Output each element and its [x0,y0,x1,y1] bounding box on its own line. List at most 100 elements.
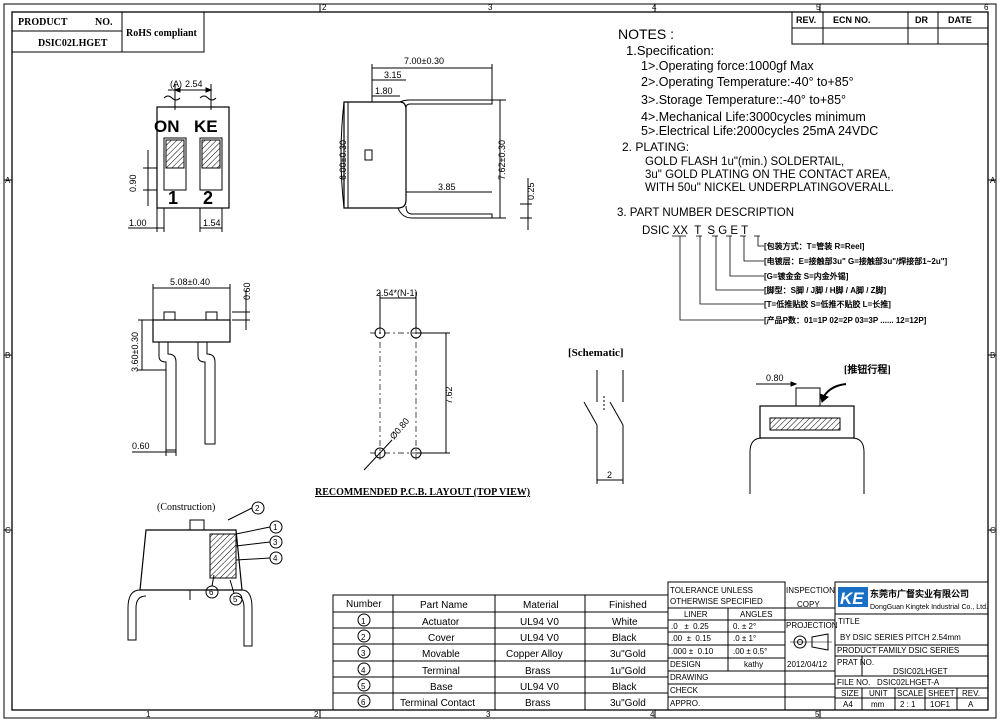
part-desc-actuator: [T=低推贴胶 S=低推不贴胶 L=长推] [764,299,891,309]
zone-col-2-top: 2 [322,3,327,12]
zone-col-4-bottom: 4 [650,710,655,719]
zone-row-c-left: C [5,526,11,535]
spec-heading: 1.Specification: [626,43,714,58]
sheet-header: SHEET [928,689,955,698]
unit-header: UNIT [869,689,888,698]
bom-row-6-num: 6 [361,698,366,707]
construction-callout-6: 6 [209,588,214,597]
plating-heading: 2. PLATING: [622,140,689,154]
bom-row-3-finish: 3u"Gold [610,649,646,660]
part-desc-package: [包装方式：T=管装 R=Reel] [764,241,865,251]
rev-header-bottom: REV. [962,689,980,698]
front-view-dim-060-top: 0.60 [242,282,252,300]
front-view-drawing [132,284,250,456]
side-view-dim-pins: 7.62±0.30 [497,140,507,180]
top-view-dim-pitch: 2.54 [185,79,203,89]
zone-row-b-right: B [990,351,995,360]
top-view-ke: KE [194,117,218,136]
design-label: DESIGN [670,660,701,669]
stroke-view-drawing [749,381,865,494]
side-view-dim-315: 3.15 [384,70,402,80]
rev-value: A [968,700,974,709]
part-number-heading: 3. PART NUMBER DESCRIPTION [617,207,794,219]
bom-row-4-num: 4 [361,666,366,675]
tolerance-angles-header: ANGLES [740,610,772,619]
pcb-dim-hole: Ø0.80 [388,416,411,441]
title-value: BY DSIC SERIES PITCH 2.54mm [840,633,961,642]
bom-row-2-finish: Black [612,633,637,644]
zone-row-a-right: A [990,176,996,185]
bom-row-3-num: 3 [361,649,366,658]
pcb-dim-span: 7.62 [444,386,454,404]
front-view-dim-height: 3.60±0.30 [130,332,140,372]
check-label: CHECK [670,686,699,695]
zone-col-5-top: 5 [816,3,821,12]
zone-col-3-top: 3 [488,3,493,12]
product-family: PRODUCT FAMILY DSIC SERIES [837,646,959,655]
bom-row-4-finish: 1u"Gold [610,666,646,677]
size-value: A4 [843,700,853,709]
tolerance-title-2: OTHERWISE SPECIFIED [670,597,763,606]
product-label: PRODUCT [18,17,68,28]
sheet-value: 1OF1 [930,700,951,709]
no-label: NO. [95,17,113,28]
pcb-layout-drawing [363,292,450,471]
rohs-compliant: RoHS compliant [126,28,198,39]
unit-value: mm [871,700,885,709]
zone-col-6-top: 6 [984,3,989,12]
plating-line-2: 3u" GOLD PLATING ON THE CONTACT AREA, [645,169,890,181]
bom-row-1-material: UL94 V0 [520,617,559,628]
zone-col-2-bottom: 2 [314,710,319,719]
bom-row-5-material: UL94 V0 [520,682,559,693]
tolerance-angle-3: .00 ± 0.5° [733,647,767,656]
bom-row-3-name: Movable [422,649,460,660]
construction-callout-2: 2 [255,504,260,513]
ecn-header: ECN NO. [833,15,871,25]
construction-callout-3: 3 [273,538,278,547]
spec-item-2: 2>.Operating Temperature:-40° to+85° [641,75,854,89]
part-desc-gold: [G=镀金金 S=内金外锡] [764,271,849,281]
notes-heading: NOTES : [618,26,674,42]
notes-block: NOTES : 1.Specification: 1>.Operating fo… [617,26,894,237]
top-view-dim-100: 1.00 [129,218,147,228]
bom-row-2-num: 2 [361,633,366,642]
tolerance-liner-header: LINER [684,610,708,619]
dr-header: DR [915,15,928,25]
side-view-dim-width: 7.00±0.30 [404,56,444,66]
side-view-drawing [340,64,532,230]
top-view-dim-090: 0.90 [128,174,138,192]
tolerance-liner-3: .000 ± 0.10 [671,647,714,656]
construction-callout-5: 5 [233,595,238,604]
tolerance-liner-1: .0 ± 0.25 [671,622,709,631]
company-name-cn: 东莞市广督实业有限公司 [870,588,969,599]
size-header: SIZE [841,689,859,698]
bom-row-5-finish: Black [612,682,637,693]
top-view-pos-1: 1 [168,188,178,208]
product-number: DSIC02LHGET [38,38,108,49]
tolerance-title-1: TOLERANCE UNLESS [670,586,753,595]
drawing-label: DRAWING [670,673,708,682]
bom-row-1-name: Actuator [422,617,460,628]
tolerance-liner-2: .00 ± 0.15 [671,634,712,643]
stroke-view-dim: 0.80 [766,373,784,383]
bom-row-5-name: Base [430,682,453,693]
construction-label: (Construction) [157,502,215,513]
side-view-dim-025: 0.25 [526,182,536,200]
scale-value: 2 : 1 [900,700,916,709]
plating-line-1: GOLD FLASH 1u"(min.) SOLDERTAIL, [645,156,844,168]
top-view-drawing [128,84,230,232]
rev-header: REV. [796,15,816,25]
front-view-dim-width: 5.08±0.40 [170,277,210,287]
zone-col-5-bottom: 5 [815,710,820,719]
bom-table [332,594,669,711]
schematic-dim: 2 [607,470,612,480]
company-logo-icon: KE [838,587,868,608]
part-desc-positions: [产品P数：01=1P 02=2P 03=3P ...... 12=12P] [764,315,927,325]
bom-row-4-name: Terminal [422,666,460,677]
construction-drawing [127,501,283,647]
part-desc-pin-type: [脚型：S脚 / J脚 / H脚 / A脚 / Z脚] [764,285,887,295]
bom-row-2-material: UL94 V0 [520,633,559,644]
company-name-en: DongGuan Kingtek Industrial Co., Ltd. [870,604,988,611]
tolerance-angle-1: 0. ± 2° [733,622,756,631]
bom-header-part-name: Part Name [420,600,468,611]
